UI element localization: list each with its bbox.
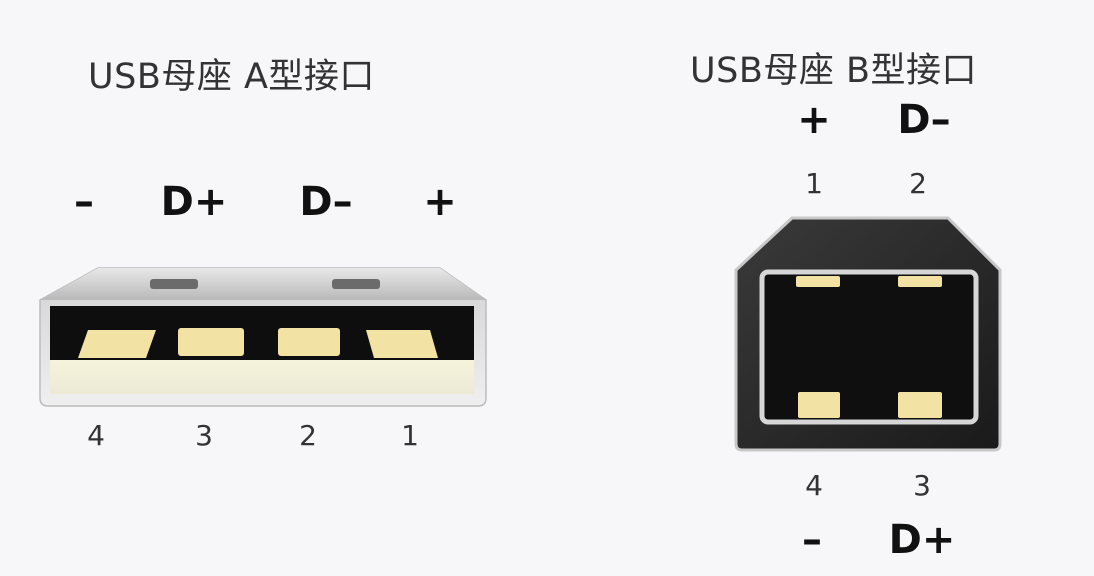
usb-a-shell-top: [40, 268, 486, 300]
usb-b-pin-3: [898, 392, 942, 418]
usb-a-latch-slot: [332, 279, 380, 289]
connector-a-signal-vcc: +: [423, 179, 457, 225]
connector-a-pin-number-4: 4: [87, 419, 105, 452]
connector-a-signal-dplus: D+: [160, 179, 228, 225]
connector-b-signal-dplus: D+: [888, 517, 956, 563]
connector-b-signal-dminus: D–: [897, 97, 951, 143]
usb-a-pin-2: [278, 328, 340, 356]
connector-a-title: USB母座 A型接口: [88, 57, 375, 97]
usb-a-tongue: [50, 360, 474, 394]
connector-b-pin-number-2: 2: [909, 167, 927, 200]
usb-a-pin-1: [366, 330, 438, 358]
connector-a-signal-dminus: D–: [299, 179, 353, 225]
connector-b-pin-number-3: 3: [913, 469, 931, 502]
connector-a-pin-number-1: 1: [401, 419, 419, 452]
connector-b-title: USB母座 B型接口: [690, 51, 977, 91]
usb-b-cavity: [759, 269, 979, 425]
usb-b-receptacle: [734, 216, 1002, 452]
usb-b-pin-2: [898, 276, 942, 287]
connector-a-pin-number-3: 3: [195, 419, 213, 452]
connector-b-signal-ground: –: [802, 517, 822, 563]
usb-a-receptacle: [39, 267, 487, 407]
connector-b-pin-number-1: 1: [805, 167, 823, 200]
usb-a-pin-3: [178, 328, 244, 356]
usb-a-pin-4: [78, 330, 156, 358]
connector-b-pin-number-4: 4: [805, 469, 823, 502]
connector-b-signal-vcc: +: [797, 97, 831, 143]
usb-b-pin-1: [796, 276, 840, 287]
connector-a-pin-number-2: 2: [299, 419, 317, 452]
connector-a-signal-ground: –: [74, 179, 94, 225]
usb-b-pin-4: [798, 392, 840, 418]
usb-a-latch-slot: [150, 279, 198, 289]
